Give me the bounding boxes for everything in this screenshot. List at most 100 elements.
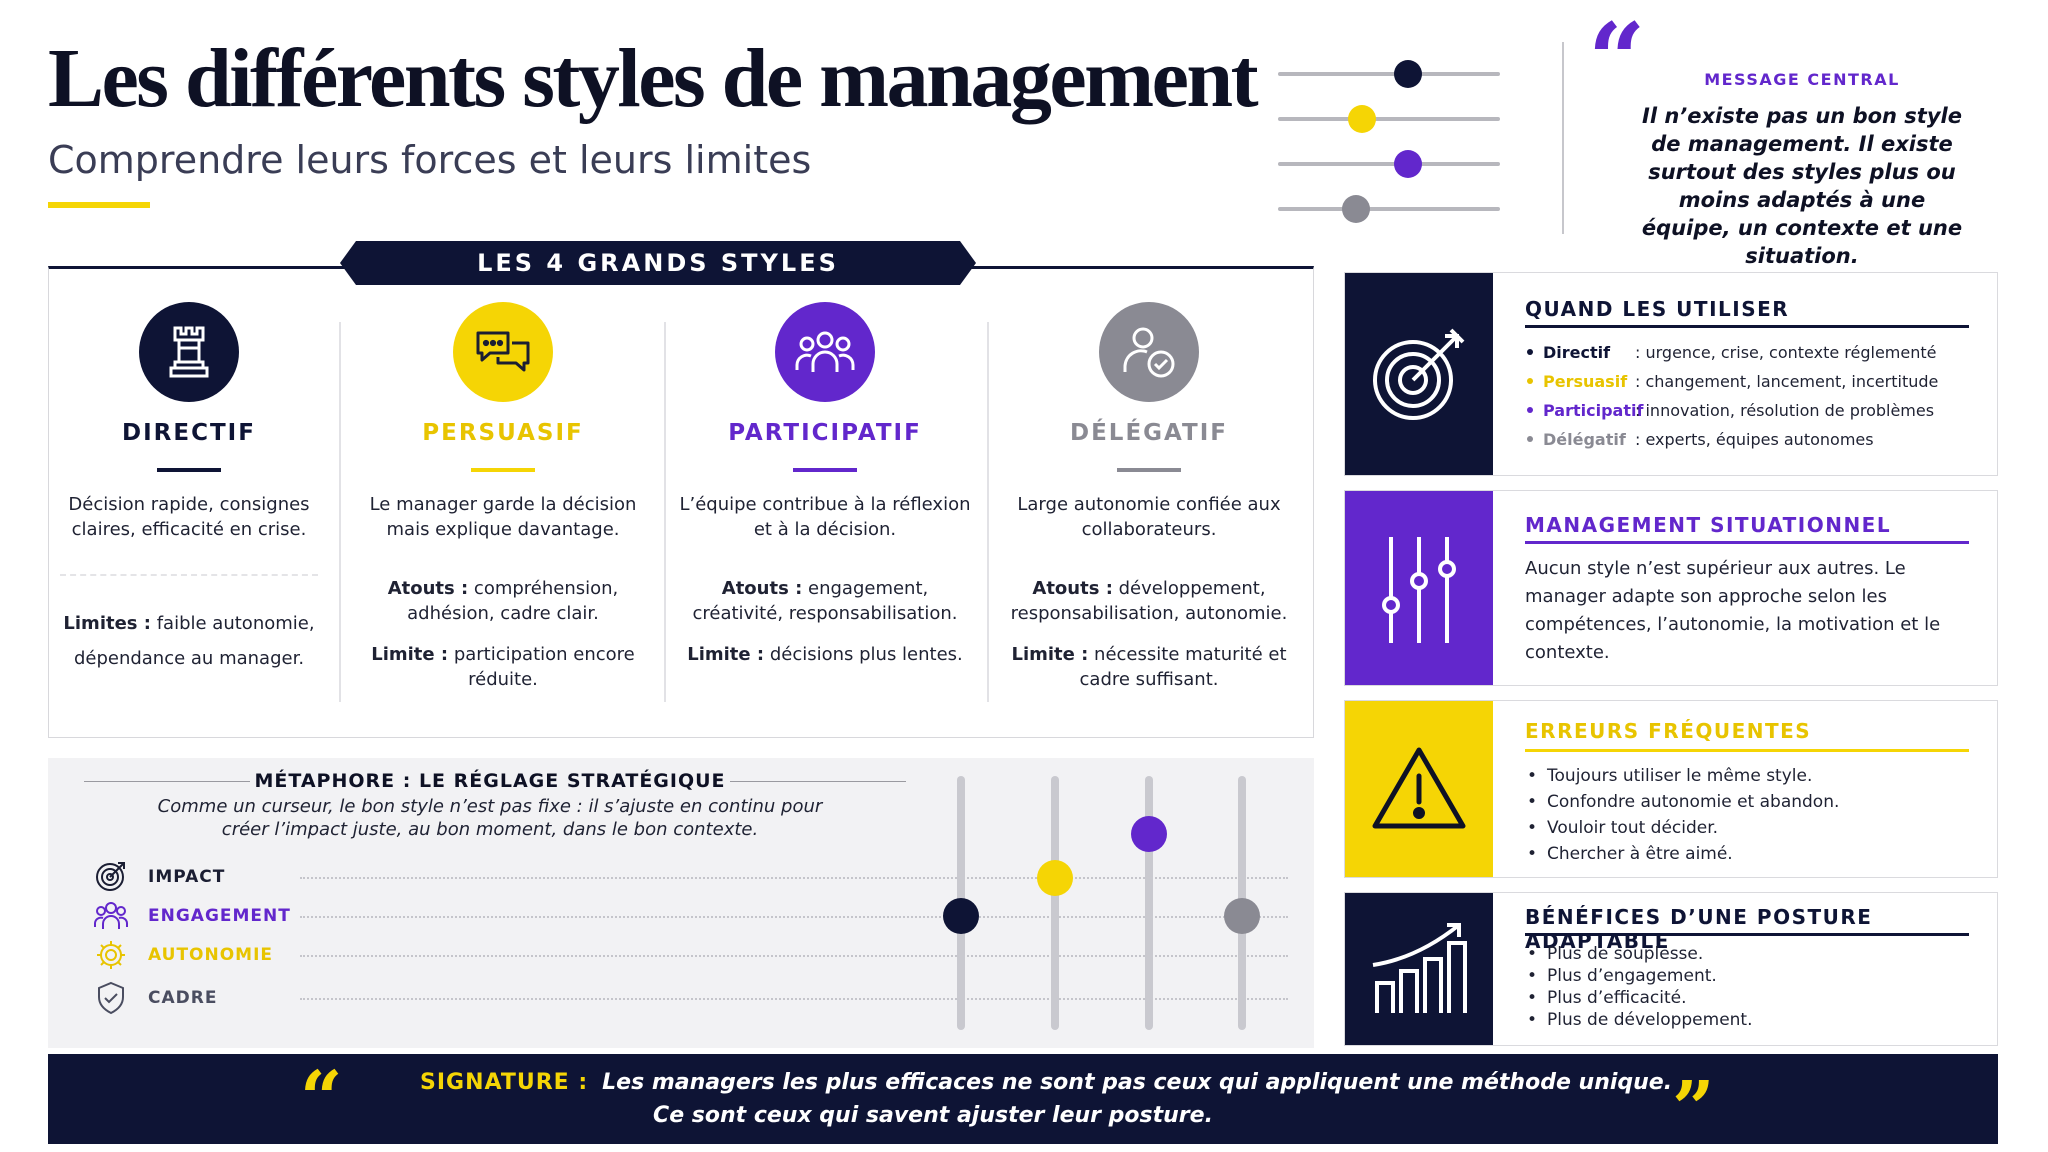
style-card-participatif: PARTICIPATIF L’équipe contribue à la réf… [666,280,984,720]
card-rule [1525,933,1969,936]
chess-rook-icon [139,302,239,402]
metaphor-row-label: IMPACT [148,867,226,887]
usage-row: Persuasif: changement, lancement, incert… [1527,372,1938,391]
quote-open-icon: “ [300,1056,343,1142]
metaphor-slider-knob [1131,816,1167,852]
card-benefices: BÉNÉFICES D’UNE POSTURE ADAPTABLE Plus d… [1344,892,1998,1046]
style-name: DIRECTIF [122,420,256,446]
target-icon [96,862,125,891]
dotted-guide [300,916,1288,918]
column-separator [664,322,666,702]
card-rule [1525,325,1969,328]
usage-row: Délégatif: experts, équipes autonomes [1527,430,1874,449]
style-description: Le manager garde la décision mais expliq… [369,494,637,540]
card-text: Aucun style n’est supérieur aux autres. … [1525,558,1941,663]
quote-close-icon: ” [1672,1066,1715,1152]
style-rule [1117,468,1181,472]
signature-line-2: Ce sont ceux qui savent ajuster leur pos… [653,1103,1213,1128]
style-name: DÉLÉGATIF [1069,420,1229,446]
header-slider-track [1278,60,1500,88]
target-arrow-icon [1345,273,1493,475]
header-slider-knob [1394,60,1422,88]
card-rule [1525,541,1969,544]
style-name: PERSUASIF [422,420,584,446]
style-name: PARTICIPATIF [728,420,922,446]
dotted-guide [300,998,1288,1000]
style-card-directif: DIRECTIF Décision rapide, consignes clai… [30,280,348,720]
metaphor-slider-knob [1037,860,1073,896]
styles-banner: LES 4 GRANDS STYLES [340,241,976,285]
metaphor-row-label: CADRE [148,988,218,1008]
style-limits: Limites : faible autonomie, dépendance a… [63,613,315,669]
metaphor-slider-track [1037,776,1073,1030]
bullet [1527,348,1533,355]
signature-label: SIGNATURE : [420,1070,589,1095]
metaphor-slider-knob [1224,898,1260,934]
column-separator [339,322,341,702]
style-rule [157,468,221,472]
message-text: Il n’existe pas un bon style de manageme… [1641,104,1963,268]
message-label: MESSAGE CENTRAL [1704,70,1900,89]
style-atouts: Atouts : engagement, créativité, respons… [692,578,958,624]
page-subtitle: Comprendre leurs forces et leurs limites [48,138,812,182]
card-management-situationnel: MANAGEMENT SITUATIONNEL Aucun style n’es… [1344,490,1998,686]
list-item: Toujours utiliser le même style. [1527,763,1839,789]
shield-check-icon [98,981,124,1015]
list-item: Plus d’engagement. [1527,965,1753,987]
header-slider-knob [1394,150,1422,178]
card-erreurs-frequentes: ERREURS FRÉQUENTES Toujours utiliser le … [1344,700,1998,878]
style-card-delegatif: DÉLÉGATIF Large autonomie confiée aux co… [990,280,1308,720]
style-limits: Limite : décisions plus lentes. [687,644,963,665]
card-title: ERREURS FRÉQUENTES [1525,719,1812,743]
metaphor-description: Comme un curseur, le bon style n’est pas… [157,796,823,840]
header-divider [1562,42,1564,234]
dotted-guide [300,955,1288,957]
people-icon [94,902,128,929]
signature-line-1: SIGNATURE : Les managers les plus efficac… [420,1070,1680,1095]
style-atouts: Atouts : développement, responsabilisati… [1010,578,1288,624]
style-limits: Limite : nécessite maturité et cadre suf… [1011,644,1287,690]
metaphor-row-label: AUTONOMIE [148,945,274,965]
style-limits: Limite : participation encore réduite. [371,644,635,690]
style-card-persuasif: PERSUASIF Le manager garde la décision m… [344,280,662,720]
dash-divider [60,574,318,576]
list-item: Plus de développement. [1527,1009,1752,1031]
metaphor-row-label: ENGAGEMENT [148,906,291,926]
style-description: Décision rapide, consignes claires, effi… [68,494,310,540]
gear-icon [97,941,125,969]
card-title: MANAGEMENT SITUATIONNEL [1525,513,1892,537]
metaphor-title-line [84,781,250,782]
signature-footer [48,1054,1998,1144]
error-list: Toujours utiliser le même style. Confond… [1527,763,1839,867]
header-slider-knob [1348,105,1376,133]
header-slider-track [1278,105,1500,133]
bullet [1527,377,1533,384]
usage-row: Participatif: innovation, résolution de … [1527,401,1934,420]
metaphor-slider-knob [943,898,979,934]
growth-chart-icon [1345,893,1493,1045]
warning-icon [1345,701,1493,877]
metaphor-slider-track [1224,776,1260,1030]
style-description: Large autonomie confiée aux collaborateu… [1017,494,1281,540]
style-description: L’équipe contribue à la réflexion et à l… [679,494,971,540]
card-title: QUAND LES UTILISER [1525,297,1790,321]
header-slider-track [1278,195,1500,223]
card-rule [1525,749,1969,752]
metaphor-slider-track [1131,776,1167,1030]
usage-row: Directif: urgence, crise, contexte régle… [1527,343,1936,362]
benefit-list: Plus de souplesse. Plus d’engagement. Pl… [1527,943,1753,1031]
chat-bubbles-icon [453,302,553,402]
metaphor-title-line [730,781,906,782]
list-item: Confondre autonomie et abandon. [1527,789,1839,815]
metaphor-slider-track [943,776,979,1030]
style-atouts: Atouts : compréhension, adhésion, cadre … [387,578,619,624]
metaphor-title: MÉTAPHORE : LE RÉGLAGE STRATÉGIQUE [254,770,726,792]
dotted-guide [300,877,1288,879]
column-separator [987,322,989,702]
list-item: Plus d’efficacité. [1527,987,1753,1009]
equalizer-icon [1345,491,1493,685]
signature-text: Les managers les plus efficaces ne sont … [602,1070,1673,1095]
header-slider-track [1278,150,1500,178]
card-quand-utiliser: QUAND LES UTILISER Directif: urgence, cr… [1344,272,1998,476]
list-item: Plus de souplesse. [1527,943,1753,965]
